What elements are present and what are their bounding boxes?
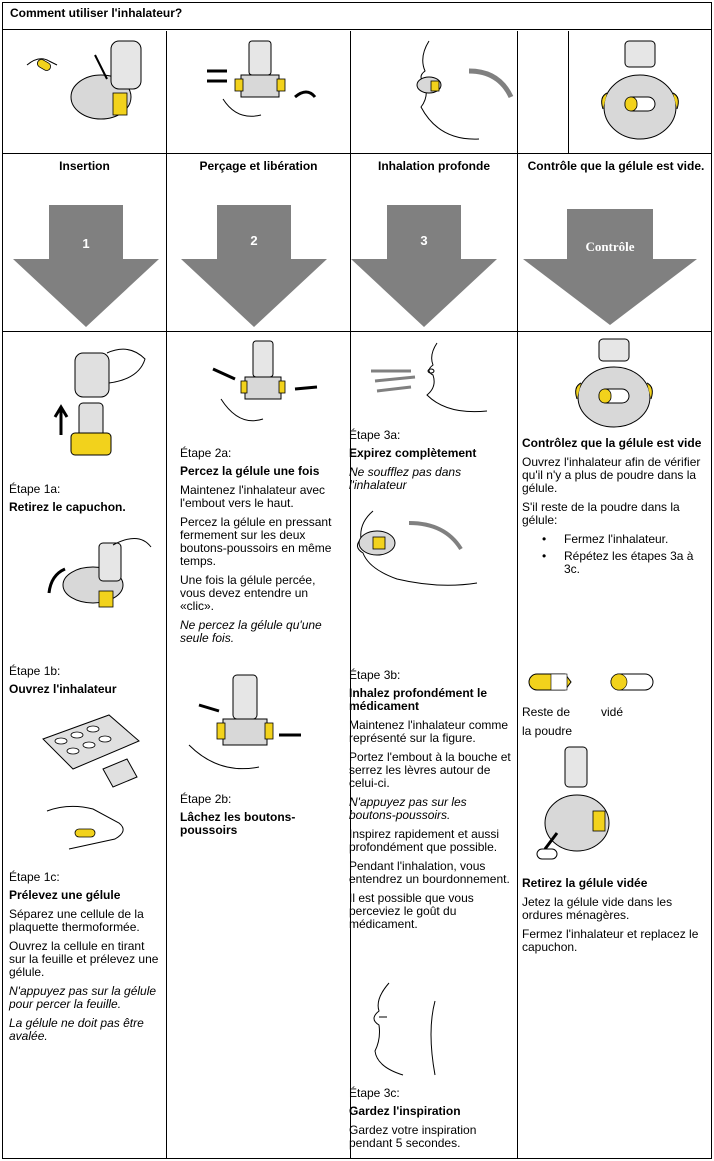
blister-illustration bbox=[42, 714, 140, 850]
step-title-inhalation: Inhalation profonde bbox=[378, 159, 490, 173]
warning-text: Ne soufflez pas dans l'inhalateur bbox=[349, 465, 462, 492]
list-item: Répétez les étapes 3a à 3c. bbox=[542, 550, 706, 576]
column-check: Contrôlez que la gélule est vide Ouvrez … bbox=[522, 437, 706, 580]
step-heading: Inhalez profondément le médicament bbox=[349, 686, 488, 713]
step-heading: Lâchez les boutons-poussoirs bbox=[180, 810, 296, 837]
column-insertion: Étape 1b: Ouvrez l'inhalateur bbox=[9, 665, 163, 702]
divider bbox=[3, 153, 711, 154]
step-heading: Percez la gélule une fois bbox=[180, 464, 320, 478]
open-inhaler-illustration bbox=[47, 538, 152, 608]
step-label: Étape 3b: bbox=[349, 668, 401, 682]
remove-cap-illustration bbox=[53, 348, 146, 456]
warning-text: La gélule ne doit pas être avalée. bbox=[9, 1016, 144, 1043]
instruction-text: Inspirez rapidement et aussi profondémen… bbox=[349, 827, 500, 854]
instruction-text: Une fois la gélule percée, vous devez en… bbox=[180, 573, 316, 613]
step-heading: Gardez l'inspiration bbox=[349, 1104, 461, 1118]
divider bbox=[166, 31, 167, 1159]
step-arrow-1: 1 bbox=[13, 205, 159, 327]
step-label: Étape 1a: bbox=[9, 482, 61, 496]
inhalation-illustration bbox=[416, 40, 514, 140]
step-title-insertion: Insertion bbox=[59, 159, 110, 173]
capsule-caption: Reste de bbox=[522, 705, 571, 719]
open-check-illustration bbox=[575, 338, 653, 428]
step-heading: Expirez complètement bbox=[349, 446, 477, 460]
instruction-text: S'il reste de la poudre dans la gélule: bbox=[522, 500, 680, 527]
instruction-text: Fermez l'inhalateur et replacez le capuc… bbox=[522, 927, 699, 954]
step-label: Étape 1c: bbox=[9, 870, 60, 884]
instruction-text: Percez la gélule en pressant fermement s… bbox=[180, 515, 332, 568]
step-arrow-check: Contrôle bbox=[523, 209, 697, 325]
hold-breath-illustration bbox=[373, 982, 436, 1076]
instruction-text: Maintenez l'inhalateur avec l'embout ver… bbox=[180, 483, 326, 510]
step-label: Étape 2a: bbox=[180, 446, 232, 460]
divider bbox=[568, 31, 569, 153]
step-heading: Retirez la gélule vidée bbox=[522, 876, 648, 890]
empty-capsule-icon bbox=[610, 673, 654, 691]
instruction-text: Jetez la gélule vide dans les ordures mé… bbox=[522, 895, 673, 922]
column-inhalation: Étape 3a: Expirez complètement Ne souffl… bbox=[349, 429, 515, 498]
column-insertion: Étape 1a: Retirez le capuchon. bbox=[9, 483, 163, 520]
column-piercing: Étape 2b: Lâchez les boutons-poussoirs bbox=[180, 793, 344, 843]
remove-capsule-illustration bbox=[536, 746, 610, 860]
step-arrow-label: 2 bbox=[250, 233, 257, 248]
step-label: Étape 3c: bbox=[349, 1086, 400, 1100]
instruction-text: Maintenez l'inhalateur comme représenté … bbox=[349, 718, 509, 745]
insertion-illustration bbox=[26, 40, 142, 120]
instruction-text: Ouvrez l'inhalateur afin de vérifier qu'… bbox=[522, 455, 701, 495]
step-heading: Prélevez une gélule bbox=[9, 888, 121, 902]
column-insertion: Étape 1c: Prélevez une gélule Séparez un… bbox=[9, 871, 163, 1049]
capsule-caption: vidé bbox=[601, 705, 624, 719]
step-heading: Retirez le capuchon. bbox=[9, 500, 126, 514]
column-check: Retirez la gélule vidée Jetez la gélule … bbox=[522, 877, 706, 960]
step-arrow-label: Contrôle bbox=[585, 239, 634, 254]
step-arrow-label: 1 bbox=[82, 236, 89, 251]
divider bbox=[350, 31, 351, 1159]
warning-text: N'appuyez pas sur les boutons-poussoirs. bbox=[349, 795, 467, 822]
capsule-caption: la poudre bbox=[522, 724, 573, 738]
instruction-text: Il est possible que vous perceviez le go… bbox=[349, 891, 474, 931]
column-piercing: Étape 2a: Percez la gélule une fois Main… bbox=[180, 447, 344, 651]
column-inhalation: Étape 3c: Gardez l'inspiration Gardez vo… bbox=[349, 1087, 515, 1156]
step-title-piercing: Perçage et libération bbox=[199, 159, 318, 173]
instruction-text: Gardez votre inspiration pendant 5 secon… bbox=[349, 1123, 477, 1150]
warning-text: Ne percez la gélule qu'une seule fois. bbox=[180, 618, 322, 645]
warning-text: N'appuyez pas sur la gélule pour percer … bbox=[9, 984, 157, 1011]
piercing-illustration bbox=[207, 40, 317, 117]
divider bbox=[3, 331, 711, 332]
step-arrow-2: 2 bbox=[181, 205, 327, 327]
column-inhalation: Étape 3b: Inhalez profondément le médica… bbox=[349, 669, 515, 937]
exhale-illustration bbox=[371, 342, 488, 413]
step-title-check: Contrôle que la gélule est vide. bbox=[527, 159, 705, 173]
step-arrow-label: 3 bbox=[420, 233, 427, 248]
step-label: Étape 3a: bbox=[349, 428, 401, 442]
inhaler-mouth-illustration bbox=[357, 510, 478, 586]
step-arrow-3: 3 bbox=[351, 205, 497, 327]
step-heading: Contrôlez que la gélule est vide bbox=[522, 436, 702, 450]
instruction-text: Portez l'embout à la bouche et serrez le… bbox=[349, 750, 511, 790]
step-label: Étape 1b: bbox=[9, 664, 61, 678]
release-buttons-illustration bbox=[188, 674, 301, 770]
instruction-text: Ouvrez la cellule en tirant sur la feuil… bbox=[9, 939, 159, 979]
list-item: Fermez l'inhalateur. bbox=[542, 533, 706, 547]
press-buttons-illustration bbox=[212, 340, 318, 422]
step-label: Étape 2b: bbox=[180, 792, 232, 806]
step-heading: Ouvrez l'inhalateur bbox=[9, 682, 117, 696]
bullet-list: Fermez l'inhalateur. Répétez les étapes … bbox=[542, 533, 706, 576]
check-illustration bbox=[601, 40, 679, 140]
instruction-text: Pendant l'inhalation, vous entendrez un … bbox=[349, 859, 510, 886]
divider bbox=[517, 31, 518, 1159]
instruction-text: Séparez une cellule de la plaquette ther… bbox=[9, 907, 144, 934]
table-header: Comment utiliser l'inhalateur? bbox=[3, 3, 711, 30]
capsule-with-powder-icon bbox=[528, 673, 572, 691]
